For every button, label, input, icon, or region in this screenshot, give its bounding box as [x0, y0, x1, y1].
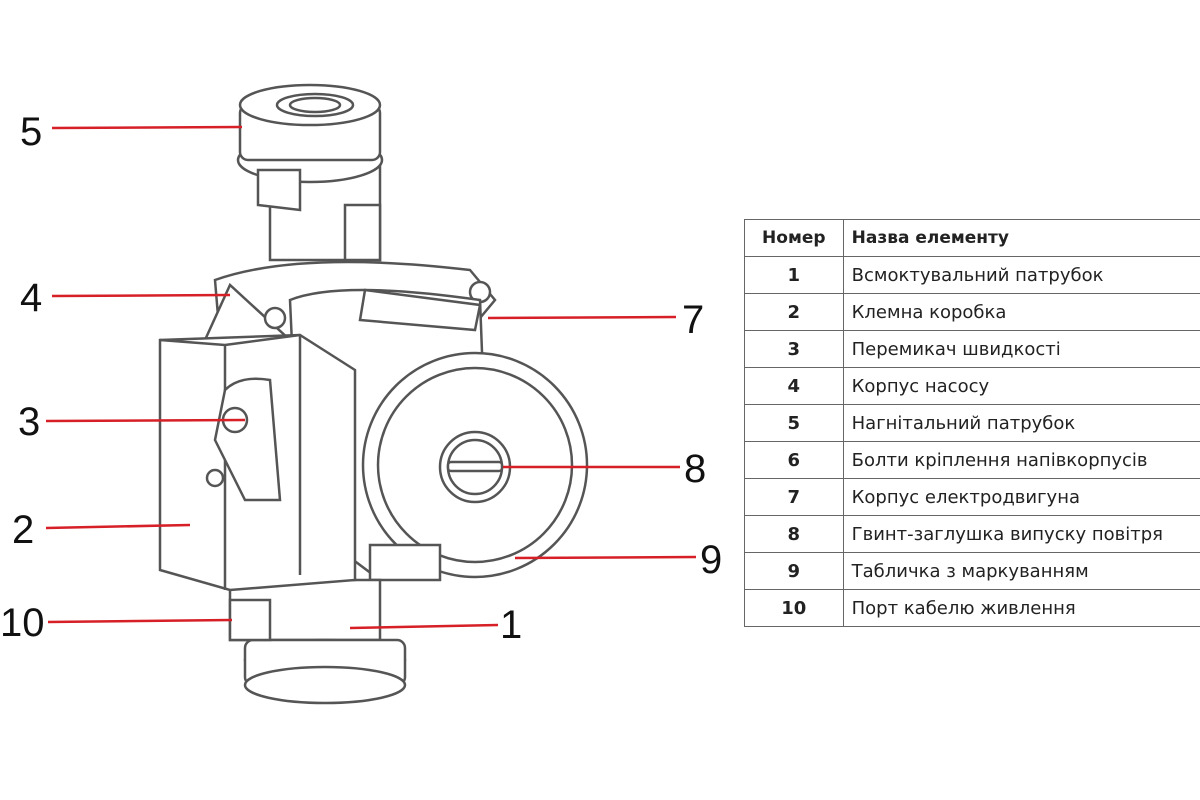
callout-4: 4 [20, 276, 43, 320]
leader-5 [51, 125, 243, 130]
part-name: Клемна коробка [842, 293, 1200, 331]
leader-2 [45, 523, 191, 530]
leader-lines [45, 125, 697, 630]
part-number: 1 [744, 256, 844, 294]
part-number: 4 [744, 367, 844, 405]
part-name: Перемикач швидкості [842, 330, 1200, 368]
table-header-row: Номер Назва елементу [744, 219, 1200, 257]
part-name: Нагнітальний патрубок [842, 404, 1200, 442]
leader-7 [487, 315, 677, 320]
outlet-pipe [236, 83, 384, 262]
leader-1 [349, 623, 499, 630]
terminal-box [158, 333, 357, 592]
header-name: Назва елементу [842, 219, 1200, 257]
part-name: Корпус електродвигуна [842, 478, 1200, 516]
part-name: Порт кабелю живлення [842, 589, 1200, 627]
part-name: Корпус насосу [842, 367, 1200, 405]
part-number: 7 [744, 478, 844, 516]
callout-2: 2 [12, 508, 35, 552]
part-number: 10 [744, 589, 844, 627]
leader-4 [51, 293, 231, 298]
callout-7: 7 [682, 298, 705, 342]
part-name: Гвинт-заглушка випуску повітря [842, 515, 1200, 553]
part-number: 3 [744, 330, 844, 368]
leader-10 [47, 618, 233, 624]
part-number: 8 [744, 515, 844, 553]
callout-8: 8 [684, 447, 707, 491]
callout-10: 10 [0, 601, 45, 645]
inlet-pipe [228, 578, 407, 705]
part-number: 6 [744, 441, 844, 479]
part-number: 9 [744, 552, 844, 590]
callout-5: 5 [20, 110, 43, 154]
part-name: Всмоктувальний патрубок [842, 256, 1200, 294]
leader-9 [514, 555, 697, 560]
leader-3 [45, 418, 246, 423]
callout-9: 9 [700, 538, 723, 582]
part-name: Болти кріплення напівкорпусів [842, 441, 1200, 479]
part-name: Табличка з маркуванням [842, 552, 1200, 590]
header-number: Номер [744, 219, 844, 257]
callout-3: 3 [18, 400, 41, 444]
part-number: 5 [744, 404, 844, 442]
callout-1: 1 [500, 603, 523, 647]
part-number: 2 [744, 293, 844, 331]
